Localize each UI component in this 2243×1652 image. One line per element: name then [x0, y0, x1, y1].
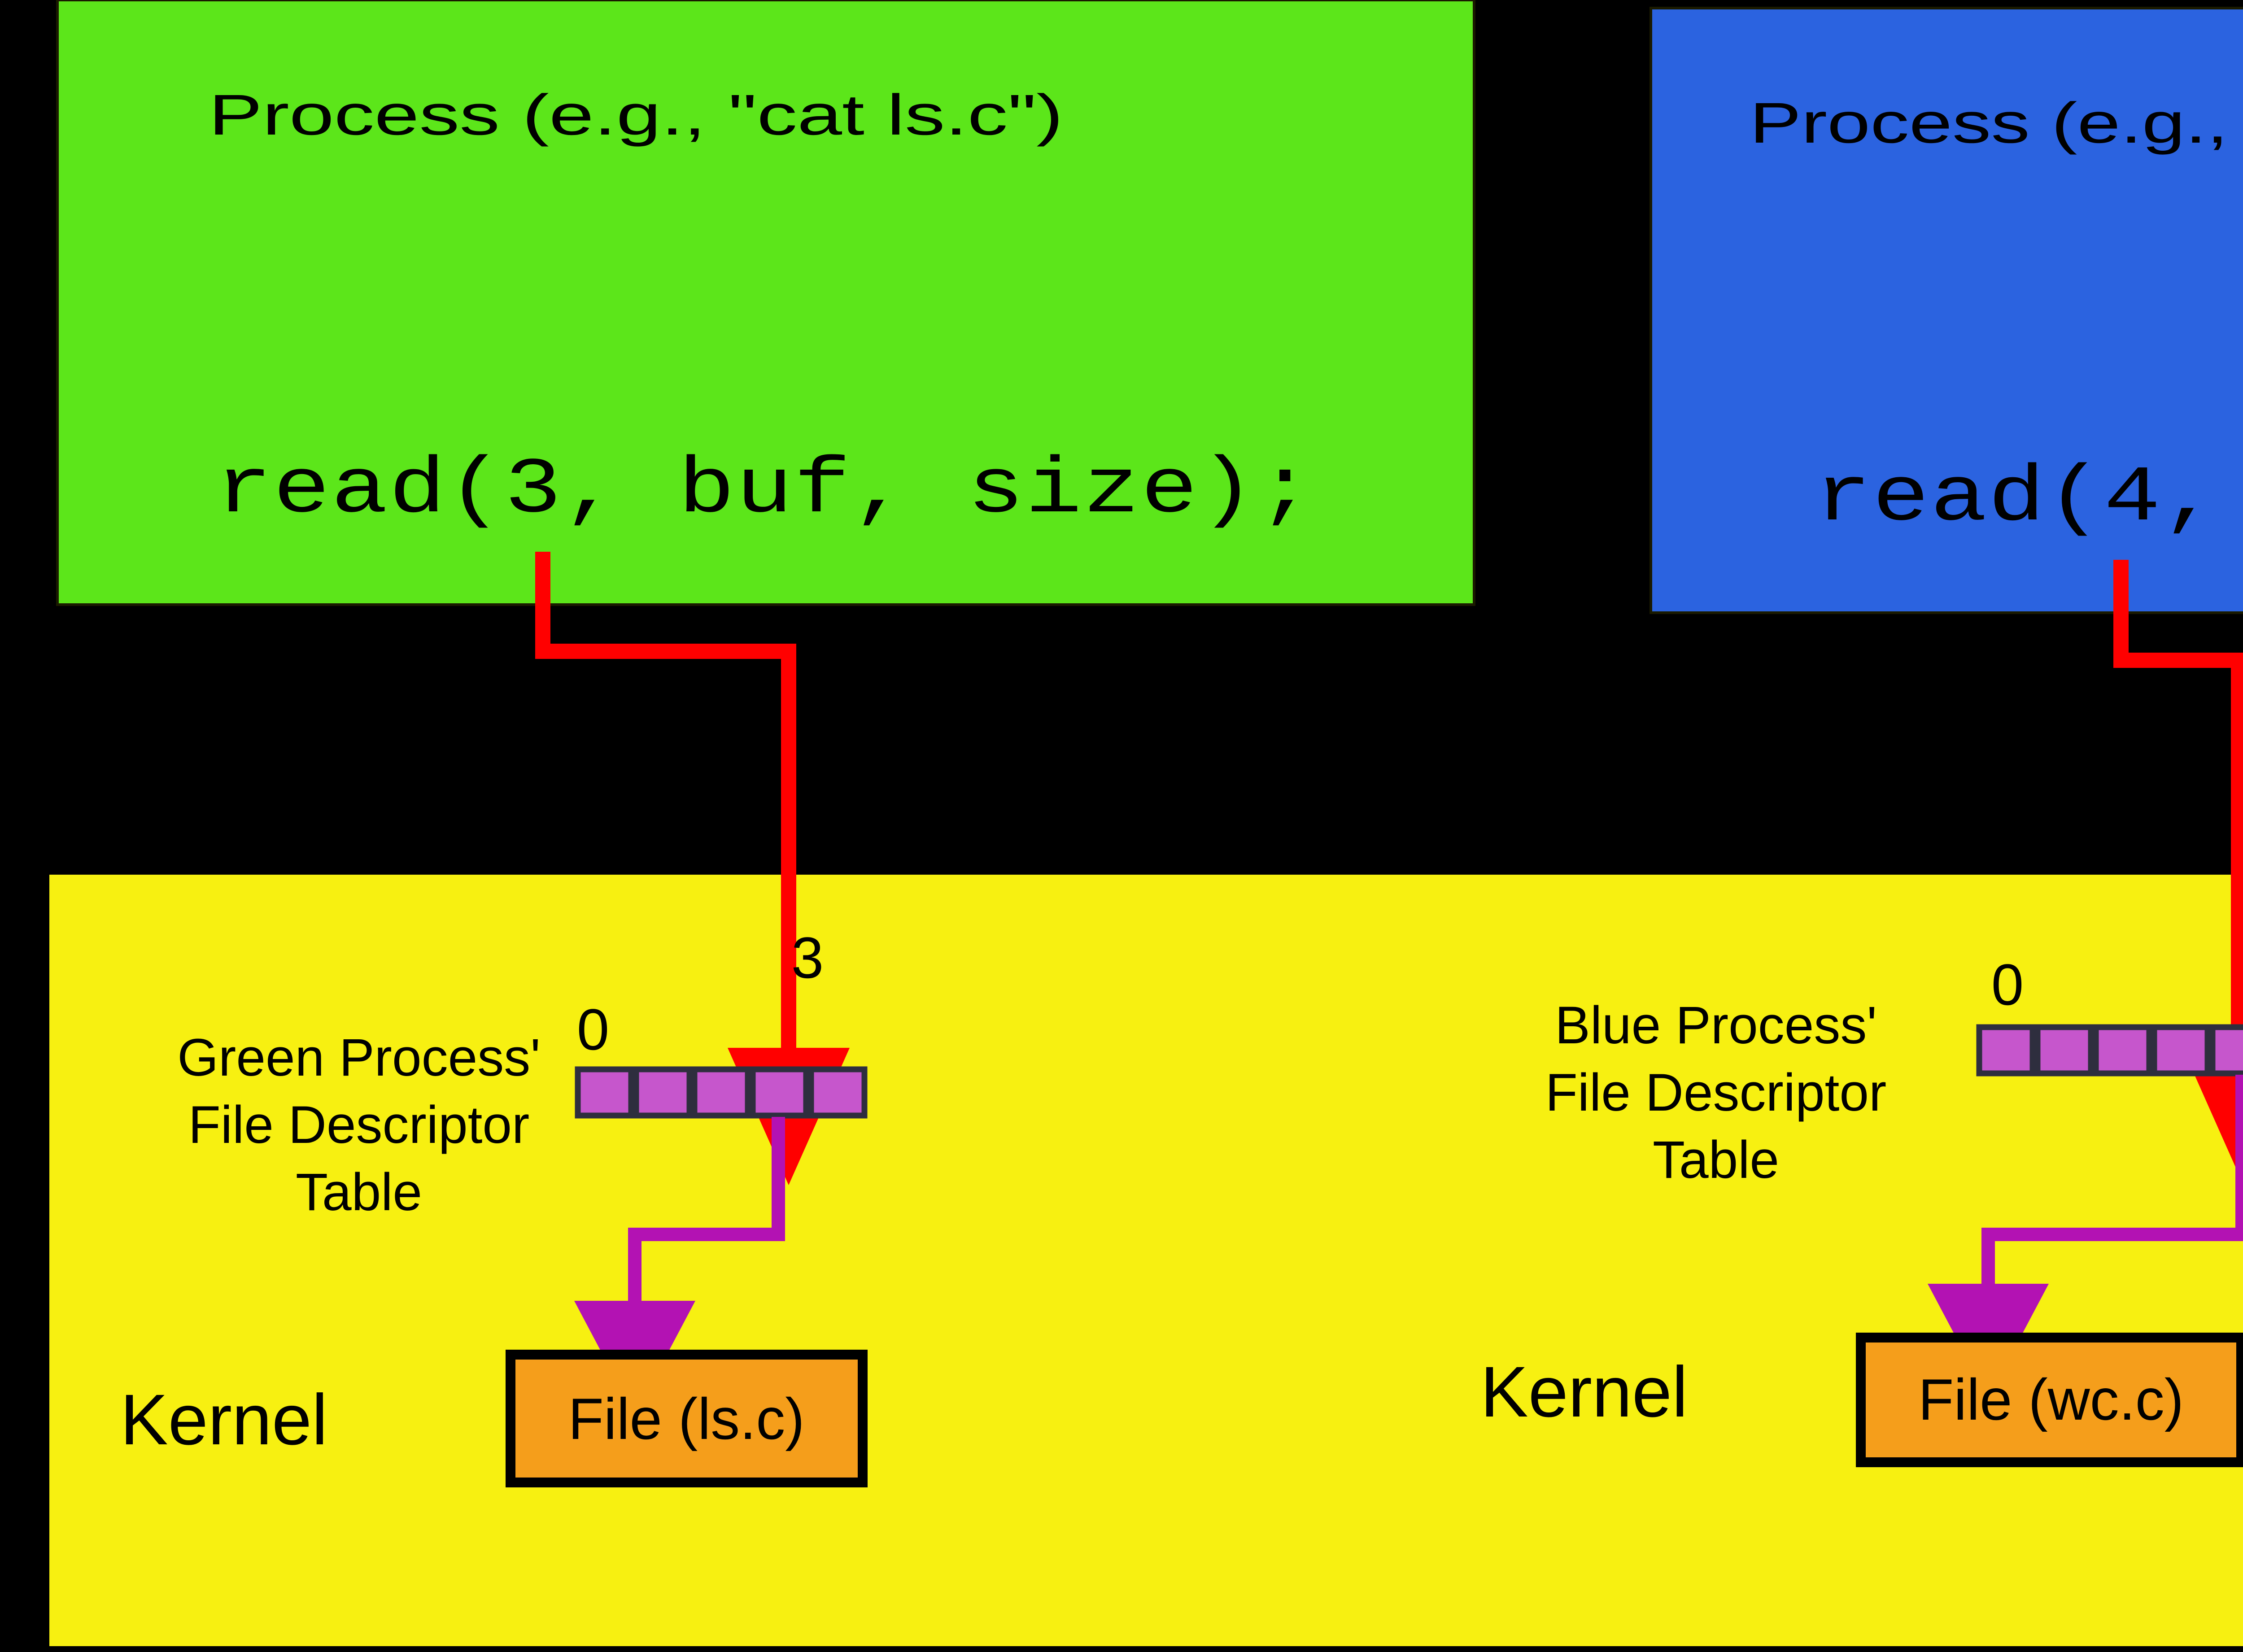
kernel-label-right: Kernel: [1480, 1351, 1688, 1432]
fd-cell[interactable]: [2151, 1024, 2211, 1077]
blue-fd-table-label-line-3: Table: [1653, 1130, 1779, 1190]
file-box-ls-c-label: File (ls.c): [568, 1386, 804, 1451]
fd-cell[interactable]: [750, 1066, 809, 1119]
blue-process-code: read(4, buf, size);: [1815, 453, 2243, 543]
fd-cell[interactable]: [2093, 1024, 2152, 1077]
green-process-title: Process (e.g., "cat ls.c"): [209, 83, 1063, 147]
blue-fd-table-label-line-2: File Descriptor: [1545, 1063, 1887, 1122]
file-box-wc-c[interactable]: [1856, 1333, 2243, 1467]
fd-cell[interactable]: [575, 1066, 634, 1119]
green-process-box: [56, 0, 1475, 606]
kernel-box: [49, 875, 2243, 1646]
green-fd-pointed-index: 3: [791, 925, 824, 990]
green-syscall-arrow: [535, 552, 850, 1185]
green-process-code: read(3, buf, size);: [215, 445, 1314, 535]
fd-cell[interactable]: [1976, 1024, 2036, 1077]
fd-cell[interactable]: [808, 1066, 868, 1119]
file-box-wc-c-label: File (wc.c): [1918, 1367, 2184, 1432]
green-fd-table-label-line-1: Green Process': [177, 1028, 541, 1087]
blue-process-box: [1650, 7, 2243, 614]
blue-fd-pointer-arrow: [1928, 1075, 2243, 1398]
fd-cell[interactable]: [633, 1066, 693, 1119]
fd-cell[interactable]: [2034, 1024, 2094, 1077]
fd-cell[interactable]: [691, 1066, 751, 1119]
blue-process-title: Process (e.g., "wc -l wc.c"): [1750, 91, 2243, 155]
blue-fd-table-label-line-1: Blue Process': [1555, 996, 1877, 1055]
kernel-label-left: Kernel: [120, 1379, 328, 1460]
file-box-ls-c[interactable]: [506, 1350, 868, 1487]
green-fd-pointer-arrow: [574, 1117, 785, 1415]
blue-fd-first-index: 0: [1991, 952, 2024, 1017]
green-fd-table-label-line-2: File Descriptor: [188, 1095, 530, 1155]
fd-cell[interactable]: [2209, 1024, 2243, 1077]
green-fd-first-index: 0: [577, 997, 609, 1062]
blue-syscall-arrow: [2113, 560, 2243, 1174]
green-fd-table-label-line-3: Table: [296, 1163, 422, 1222]
blue-fd-table-cells: [1976, 1024, 2243, 1077]
green-fd-table-cells: [575, 1066, 868, 1119]
